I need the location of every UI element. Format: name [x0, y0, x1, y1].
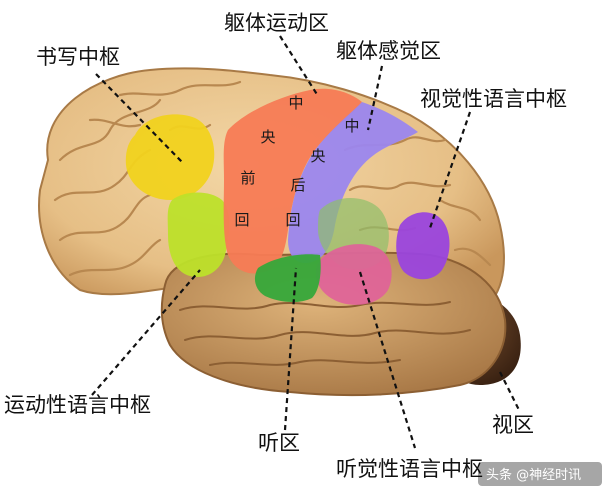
precentral-gyrus-region	[223, 88, 362, 274]
precentral-gyrus-label: 中 央 前 回	[234, 94, 303, 229]
label-visual-area: 视区	[492, 413, 534, 437]
watermark-backdrop	[478, 462, 602, 486]
leader-line	[91, 269, 201, 396]
watermark-text: 头条 @神经时讯	[486, 467, 581, 483]
leader-line	[358, 271, 417, 449]
label-visual-language-center: 视觉性语言中枢	[420, 87, 567, 111]
temporal-folds	[179, 301, 471, 366]
leader-line	[95, 73, 183, 163]
postcentral-char: 中	[344, 117, 359, 135]
postcentral-char: 央	[310, 147, 325, 165]
label-auditory-area: 听区	[258, 431, 300, 455]
postcentral-char: 后	[290, 176, 305, 194]
motor-language-center-region	[167, 192, 230, 278]
precentral-char: 回	[234, 211, 249, 229]
leader-line	[279, 35, 319, 97]
leader-lines	[91, 35, 521, 449]
leader-line	[283, 267, 298, 431]
label-somatosensory-area: 躯体感觉区	[336, 39, 441, 63]
leader-line	[366, 65, 384, 131]
postcentral-gyrus-label: 中 央 后 回	[285, 117, 359, 229]
label-somatomotor-area: 躯体运动区	[224, 11, 329, 35]
precentral-char: 央	[260, 128, 275, 146]
label-auditory-language-center: 听觉性语言中枢	[336, 457, 483, 481]
postcentral-char: 回	[285, 211, 300, 229]
auditory-area-region	[254, 254, 321, 303]
precentral-char: 前	[240, 169, 255, 187]
label-writing-center: 书写中枢	[36, 45, 120, 69]
visual-language-center-region	[396, 212, 450, 280]
label-motor-language-center: 运动性语言中枢	[4, 393, 151, 417]
writing-center-region	[125, 114, 215, 200]
leader-line	[428, 111, 472, 229]
auditory-language-center-region	[315, 244, 392, 305]
watermark: 头条 @神经时讯	[478, 462, 602, 486]
precentral-char: 中	[288, 94, 303, 112]
leader-line	[499, 371, 521, 413]
